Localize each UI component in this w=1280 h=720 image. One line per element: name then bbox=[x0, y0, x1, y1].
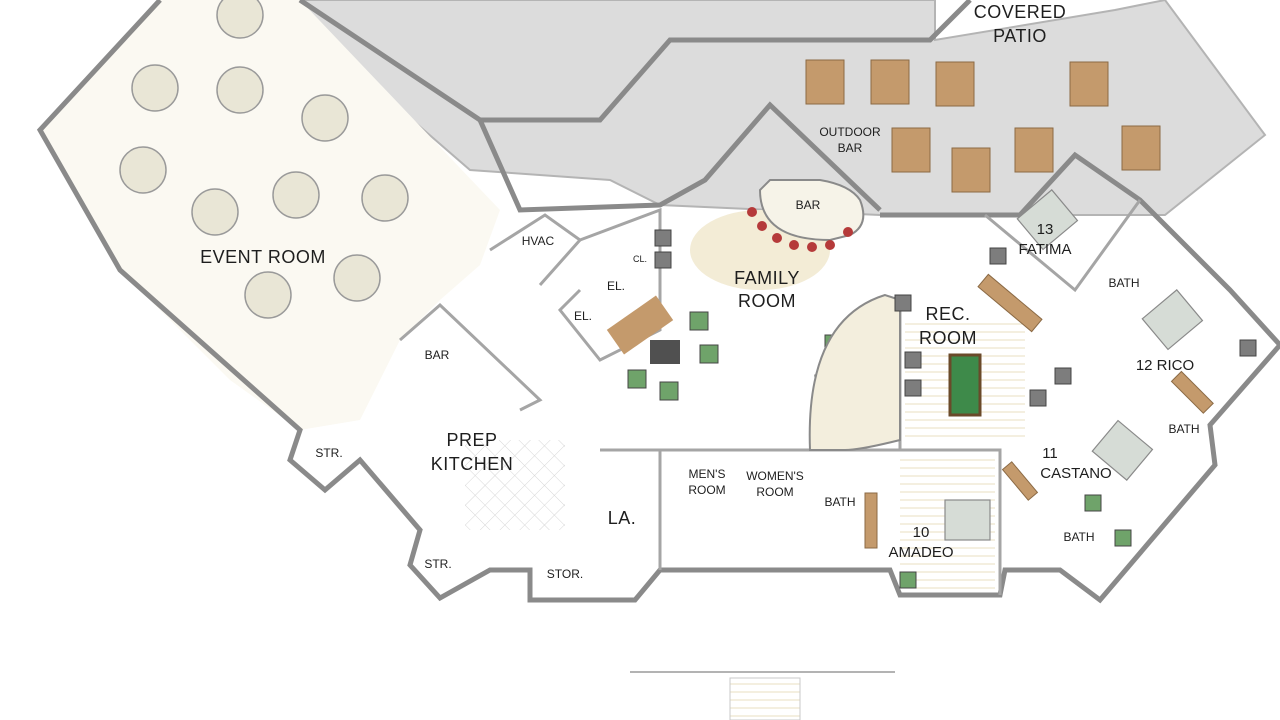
covered-patio-label-1: COVERED bbox=[974, 2, 1067, 22]
fatima-label-2: FATIMA bbox=[1018, 241, 1071, 258]
bath-rico-label: BATH bbox=[1168, 422, 1199, 436]
guest-green-chairs bbox=[899, 494, 1132, 589]
billiard-table bbox=[948, 353, 982, 417]
outdoor-bar-label-1: OUTDOOR bbox=[819, 125, 881, 139]
castano-label-1: 11 bbox=[1042, 445, 1058, 462]
el-label-2: EL. bbox=[574, 309, 592, 323]
wall-lower bbox=[600, 448, 1002, 595]
hvac-label: HVAC bbox=[522, 234, 555, 248]
guest-chairs bbox=[654, 229, 1257, 407]
amadeo-label-1: 10 bbox=[913, 524, 930, 541]
rec-room-label-1: REC. bbox=[925, 304, 970, 324]
family-room-label-2: ROOM bbox=[738, 291, 796, 311]
family-sofa bbox=[606, 295, 674, 355]
womens-label-1: WOMEN'S bbox=[746, 469, 804, 483]
inner-wall-event bbox=[477, 101, 882, 213]
castano-label-2: CASTANO bbox=[1040, 465, 1111, 482]
bar-stools bbox=[747, 207, 853, 252]
patio-edge-wall bbox=[298, 0, 972, 123]
wall-hvac bbox=[489, 213, 583, 286]
mens-label-2: ROOM bbox=[688, 483, 725, 497]
wall-kitchen bbox=[399, 302, 543, 412]
covered-patio-label-2: PATIO bbox=[993, 26, 1047, 46]
str-label-2: STR. bbox=[424, 557, 451, 571]
el-label-1: EL. bbox=[607, 279, 625, 293]
main-bar-counter bbox=[758, 179, 865, 242]
rec-room-label-2: ROOM bbox=[919, 328, 977, 348]
event-room-label: EVENT ROOM bbox=[200, 247, 326, 267]
family-room-label-1: FAMILY bbox=[734, 268, 800, 288]
womens-label-2: ROOM bbox=[756, 485, 793, 499]
amadeo-label-2: AMADEO bbox=[888, 544, 953, 561]
guest-beds bbox=[944, 189, 1204, 541]
fatima-label-1: 13 bbox=[1037, 221, 1054, 238]
prep-kitchen-label-1: PREP bbox=[446, 430, 497, 450]
patio-picnic-tables bbox=[805, 59, 1161, 193]
outdoor-bar-label-2: BAR bbox=[838, 141, 863, 155]
bath-castano-label: BATH bbox=[1063, 530, 1094, 544]
mens-label-1: MEN'S bbox=[689, 467, 726, 481]
wall-guest bbox=[984, 199, 1142, 293]
guest-desks bbox=[864, 273, 1214, 549]
cl-label: CL. bbox=[633, 254, 647, 264]
prep-kitchen-grid bbox=[465, 440, 565, 530]
str-label-1: STR. bbox=[315, 446, 342, 460]
family-ottoman bbox=[650, 340, 680, 364]
bath-amadeo-label: BATH bbox=[824, 495, 855, 509]
spiral-stair bbox=[808, 293, 901, 451]
bar-main-label: BAR bbox=[796, 198, 821, 212]
la-label: LA. bbox=[608, 508, 637, 528]
exterior-wall bbox=[36, 0, 1280, 604]
rico-label: 12 RICO bbox=[1136, 357, 1194, 374]
bath-fatima-label: BATH bbox=[1108, 276, 1139, 290]
prep-kitchen-label-2: KITCHEN bbox=[431, 454, 514, 474]
bar-small-label: BAR bbox=[425, 348, 450, 362]
stor-label: STOR. bbox=[547, 567, 583, 581]
event-tables bbox=[119, 0, 409, 319]
front-steps bbox=[729, 677, 801, 720]
